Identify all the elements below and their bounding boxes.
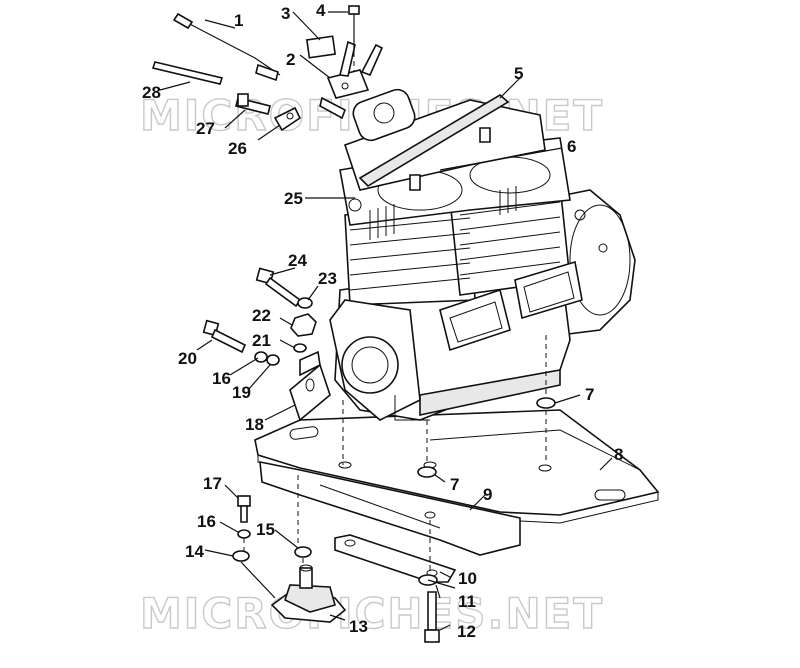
washer — [294, 546, 312, 558]
callout-labels: 1 2 3 4 5 6 7 7 8 9 10 11 12 13 14 15 16… — [142, 1, 623, 641]
callout-15: 15 — [256, 520, 275, 539]
rod — [151, 61, 224, 85]
callout-14: 14 — [185, 542, 204, 561]
callout-27: 27 — [196, 119, 215, 138]
lower-mounting-plate — [259, 461, 521, 556]
washer — [417, 466, 437, 478]
callout-10: 10 — [458, 569, 477, 588]
callout-2: 2 — [286, 50, 295, 69]
callout-20: 20 — [178, 349, 197, 368]
cable-fitting — [319, 96, 346, 120]
callout-1: 1 — [234, 11, 243, 30]
lock-washer — [237, 529, 251, 539]
callout-7-upper: 7 — [585, 385, 594, 404]
shim-plate — [334, 534, 457, 583]
callout-19: 19 — [232, 383, 251, 402]
callout-24: 24 — [288, 251, 307, 270]
bolt — [237, 495, 251, 523]
cable-bracket — [326, 40, 384, 99]
callout-21: 21 — [252, 331, 271, 350]
decal — [305, 35, 337, 59]
engine-block — [329, 88, 636, 421]
callout-17: 17 — [203, 474, 222, 493]
cable-adjuster — [235, 93, 271, 115]
callout-3: 3 — [281, 4, 290, 23]
callout-28: 28 — [142, 83, 161, 102]
washer — [297, 297, 313, 309]
throttle-cable — [172, 12, 281, 82]
callout-16-upper: 16 — [212, 369, 231, 388]
callout-16-lower: 16 — [197, 512, 216, 531]
callout-22: 22 — [252, 306, 271, 325]
washer — [293, 343, 307, 353]
bolt — [424, 591, 440, 643]
callout-9: 9 — [483, 485, 492, 504]
lock-washer — [254, 351, 268, 363]
callout-11: 11 — [458, 592, 476, 611]
leader-lines — [159, 11, 613, 631]
callout-25: 25 — [284, 189, 303, 208]
bolt — [202, 319, 247, 354]
screw — [348, 5, 360, 52]
callout-26: 26 — [228, 139, 247, 158]
nut — [290, 313, 317, 337]
washer — [266, 354, 280, 366]
rubber-engine-mount — [270, 564, 347, 623]
washer — [232, 550, 250, 562]
callout-5: 5 — [514, 64, 523, 83]
callout-8: 8 — [614, 445, 623, 464]
callout-12: 12 — [457, 622, 476, 641]
callout-6: 6 — [567, 137, 576, 156]
callout-13: 13 — [349, 617, 368, 636]
washer — [536, 397, 556, 409]
cable-clip — [273, 106, 302, 132]
callout-7-lower: 7 — [450, 475, 459, 494]
callout-23: 23 — [318, 269, 337, 288]
bolt — [255, 267, 302, 308]
callout-4: 4 — [316, 1, 326, 20]
engine-bracket — [289, 350, 331, 422]
watermark-bottom: MICROFICHES.NET — [140, 589, 604, 638]
callout-18: 18 — [245, 415, 264, 434]
